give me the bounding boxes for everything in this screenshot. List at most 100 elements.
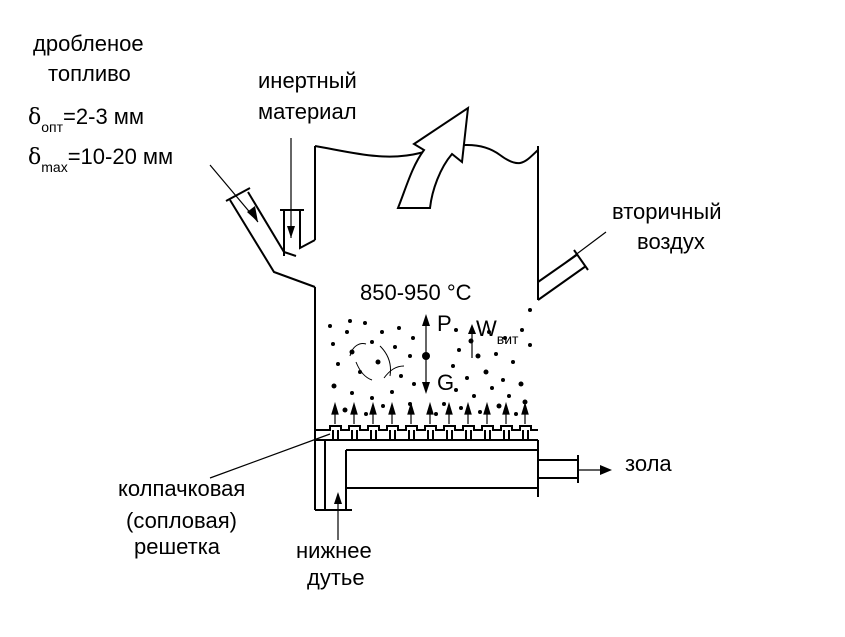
air-jet-arrow (331, 401, 339, 424)
bed-particle (397, 326, 401, 330)
bed-particle (487, 330, 491, 334)
air-jet-arrow (502, 401, 510, 424)
bed-particle (328, 324, 332, 328)
inert-label-line1: инертный (258, 68, 357, 93)
inert-label-line2: материал (258, 99, 357, 124)
bed-particle (342, 407, 348, 413)
secondary-air-label-line1: вторичный (612, 199, 722, 224)
air-jet-arrow (350, 401, 358, 424)
w-symbol: W (476, 316, 497, 341)
bed-particle (363, 321, 367, 325)
air-jet-arrow (407, 401, 415, 424)
fuel-feed-pipe-rim (225, 187, 251, 202)
nozzle-stem (408, 430, 415, 440)
bed-particle (331, 383, 337, 389)
nozzle-stem (484, 430, 491, 440)
bed-particle (528, 343, 532, 347)
grate-label-line2: (сопловая) (126, 508, 237, 533)
bottom-air-pipe (314, 440, 352, 511)
grate-label-line3: решетка (134, 534, 221, 559)
nozzle-stem (446, 430, 453, 440)
bed-particle (358, 370, 362, 374)
ash-label: зола (625, 451, 672, 476)
secondary-air-leader-line (565, 231, 607, 263)
bed-particle (468, 338, 474, 344)
bed-particle (507, 394, 511, 398)
bed-particle (348, 319, 352, 323)
inert-material-pipe (280, 209, 316, 256)
secondary-air-pipe (537, 249, 589, 301)
nozzle-stem (522, 430, 529, 440)
bed-particle (370, 396, 374, 400)
bed-particle (345, 330, 349, 334)
bed-particle (496, 403, 502, 409)
bed-particle (472, 394, 476, 398)
bed-particle (454, 328, 458, 332)
ash-outlet-pipe (538, 455, 579, 483)
ash-arrowhead (600, 465, 612, 475)
bed-particle (503, 336, 507, 340)
nozzle-stem (503, 430, 510, 440)
bed-particle (411, 336, 415, 340)
swirl-arrow-3 (379, 345, 391, 377)
grate-label-line1: колпачковая (118, 476, 246, 501)
bed-particle (465, 376, 469, 380)
air-jet-arrow (369, 401, 377, 424)
air-jet-arrow (464, 401, 472, 424)
inert-arrowhead (287, 226, 295, 238)
delta-opt-formula: δопт=2-3 мм (28, 105, 144, 135)
bed-particle (349, 349, 355, 355)
bed-particle (483, 369, 489, 375)
opt-subscript: опт (41, 119, 64, 135)
plenum-chamber (345, 449, 539, 497)
fuel-label-line1: дробленое (33, 31, 144, 56)
w-arrowhead (468, 324, 476, 334)
bed-particle (478, 410, 482, 414)
bed-particle (364, 412, 368, 416)
nozzle-stem (370, 430, 377, 440)
bed-particle (490, 386, 494, 390)
bed-particle (514, 412, 518, 416)
fuel-label-line2: топливо (48, 61, 131, 86)
air-jet-arrow (426, 401, 434, 424)
air-jet-arrows (331, 401, 529, 424)
p-label: P (437, 311, 452, 336)
bed-particle (457, 348, 461, 352)
bed-particle (451, 364, 455, 368)
secondary-air-label-line2: воздух (637, 229, 705, 254)
max-subscript: max (41, 159, 68, 175)
bed-particle (494, 352, 498, 356)
fuel-feed-pipe (229, 191, 316, 288)
fuel-arrowhead (247, 206, 258, 222)
bed-particle (331, 342, 335, 346)
w-velocity-label: Wвит (476, 316, 518, 347)
flue-gas-arrow (396, 105, 470, 209)
bed-particle (370, 340, 374, 344)
air-jet-arrow (521, 401, 529, 424)
air-jet-arrow (483, 401, 491, 424)
bottom-air-label-line1: нижнее (296, 538, 372, 563)
p-arrowhead (422, 314, 430, 326)
delta-max-formula: δmax=10-20 мм (28, 146, 173, 175)
bed-particle (511, 360, 515, 364)
temperature-label: 850-950 °C (360, 280, 472, 305)
nozzle-stem (427, 430, 434, 440)
nozzle-stem (351, 430, 358, 440)
bed-particle (399, 374, 403, 378)
bottom-air-arrowhead (334, 492, 342, 504)
nozzle-cap-row (326, 425, 538, 431)
air-jet-arrow (388, 401, 396, 424)
bed-particle (501, 378, 505, 382)
swirl-arrow-4 (383, 365, 405, 379)
bed-particle (520, 328, 524, 332)
grate-leader-line (209, 433, 331, 479)
grate-nozzle-caps (326, 425, 538, 440)
bed-particle (393, 345, 397, 349)
bottom-air-label-line2: дутье (307, 565, 365, 590)
bed-particle (528, 308, 532, 312)
delta-symbol: δ (28, 105, 42, 130)
w-subscript: вит (496, 331, 519, 347)
bed-particle (412, 382, 416, 386)
bed-particle (454, 388, 458, 392)
